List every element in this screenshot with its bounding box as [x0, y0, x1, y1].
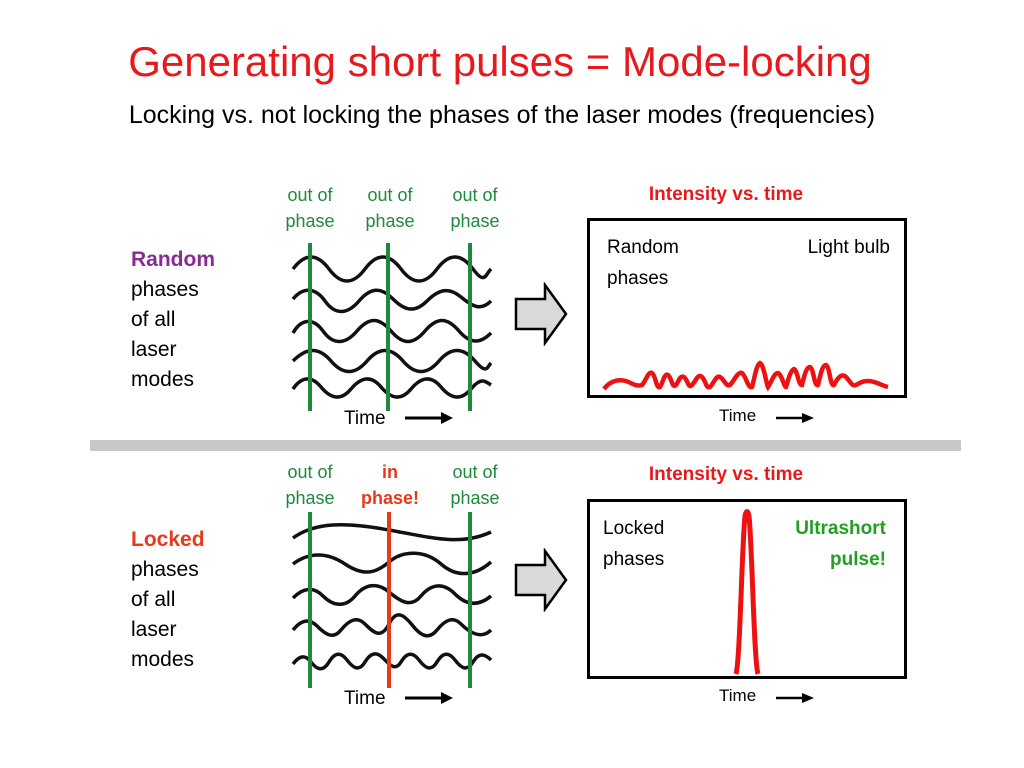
locked-line-3: laser: [131, 618, 177, 641]
locked-time-label: Time: [344, 688, 386, 709]
random-heading: Random: [131, 248, 215, 271]
random-col-label-2: out of phase: [365, 185, 415, 231]
random-col-label-1: out of phase: [285, 185, 335, 231]
random-time-label: Time: [344, 408, 386, 429]
random-intensity-trace: [602, 360, 889, 392]
random-intensity-plot: Random phases Light bulb: [587, 218, 907, 398]
random-wave-2: [291, 288, 493, 314]
random-plot-label-right: Light bulb: [807, 237, 890, 258]
random-wave-3: [291, 318, 493, 344]
slide-title: Generating short pulses = Mode-locking: [128, 38, 872, 85]
locked-wave-4: [291, 613, 493, 638]
locked-section-label: Locked phases of all laser modes: [131, 525, 205, 675]
random-time-arrow-icon: [405, 412, 453, 424]
slide-subtitle: Locking vs. not locking the phases of th…: [128, 101, 876, 129]
random-col-label-3: out of phase: [450, 185, 500, 231]
random-line-2: of all: [131, 308, 176, 331]
random-wave-5: [291, 377, 492, 399]
locked-plot-label-left: Locked phases: [603, 518, 665, 570]
locked-col-label-1: out of phase: [285, 462, 335, 508]
locked-time-arrow-icon: [405, 692, 453, 704]
random-waves-diagram: [291, 243, 493, 411]
locked-wave-1: [291, 523, 492, 542]
random-block-arrow-icon: [514, 282, 568, 346]
random-line-4: modes: [131, 368, 195, 391]
locked-block-arrow-icon: [514, 548, 568, 612]
locked-plot-time-label: Time: [719, 686, 757, 705]
locked-intensity-trace: [733, 509, 761, 675]
locked-line-2: of all: [131, 588, 176, 611]
locked-col-label-3: out of phase: [450, 462, 500, 508]
locked-heading: Locked: [131, 528, 205, 551]
locked-line-4: modes: [131, 648, 195, 671]
random-plot-label-left: Random phases: [607, 237, 679, 289]
locked-col-label-2: in phase!: [360, 462, 420, 508]
locked-intensity-plot: Locked phases Ultrashort pulse!: [587, 499, 907, 679]
random-plot-title: Intensity vs. time: [648, 184, 804, 205]
section-divider: [90, 440, 961, 451]
locked-wave-5: [291, 652, 493, 671]
locked-line-1: phases: [131, 558, 199, 581]
locked-wave-3: [291, 583, 493, 606]
random-section-label: Random phases of all laser modes: [131, 245, 215, 395]
random-wave-1: [291, 255, 493, 283]
locked-plot-title: Intensity vs. time: [648, 464, 804, 485]
random-wave-4: [291, 348, 493, 374]
locked-waves-diagram: [291, 512, 493, 688]
random-plot-time-arrow-icon: [776, 413, 814, 423]
locked-wave-2: [291, 551, 493, 576]
random-plot-time-label: Time: [719, 406, 757, 425]
random-line-1: phases: [131, 278, 199, 301]
locked-plot-time-arrow-icon: [776, 693, 814, 703]
locked-plot-label-right: Ultrashort pulse!: [795, 518, 886, 570]
random-line-3: laser: [131, 338, 177, 361]
